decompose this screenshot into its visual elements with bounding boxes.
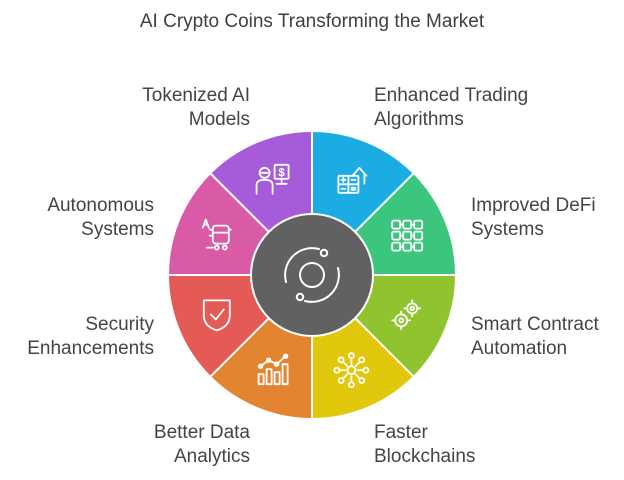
label-line: Algorithms [374,109,464,130]
gears-icon [391,299,422,331]
label-line: Better Data [153,422,250,443]
label-line: Autonomous [47,195,154,216]
grid-network-icon [391,219,424,252]
center-hub [250,213,374,337]
label-autonomous: Autonomous Systems [0,194,154,242]
label-line: Blockchains [374,446,476,467]
svg-text:$: $ [279,167,285,179]
person-dollar-icon: $ [255,163,290,195]
label-line: Improved DeFi [471,195,596,216]
diagram-title: AI Crypto Coins Transforming the Market [139,11,485,32]
label-line: Systems [471,219,544,240]
cycle-orbit-icon [284,247,340,303]
node-network-icon [333,352,370,389]
label-line: Tokenized AI [142,85,250,106]
label-better-data: Better Data Analytics [50,421,250,469]
shield-check-icon [202,299,231,332]
label-line: Faster [374,422,428,443]
label-line: Smart Contract [471,314,599,335]
label-line: Models [188,109,250,130]
label-line: Enhanced Trading [374,85,529,106]
bar-chart-icon [257,353,289,386]
label-line: Security [85,314,154,335]
label-line: Analytics [173,446,250,467]
label-tokenized-ai: Tokenized AI Models [50,84,250,132]
robot-vehicle-icon [201,218,232,251]
label-enhanced-trading: Enhanced Trading Algorithms [374,84,574,132]
calculator-house-icon [337,166,368,194]
label-line: Automation [471,338,568,359]
label-line: Systems [81,219,154,240]
label-line: Enhancements [27,338,154,359]
label-faster-blockchains: Faster Blockchains [374,421,574,469]
label-smart-contract: Smart Contract Automation [471,313,624,361]
label-improved-defi: Improved DeFi Systems [471,194,624,242]
label-security: Security Enhancements [0,313,154,361]
